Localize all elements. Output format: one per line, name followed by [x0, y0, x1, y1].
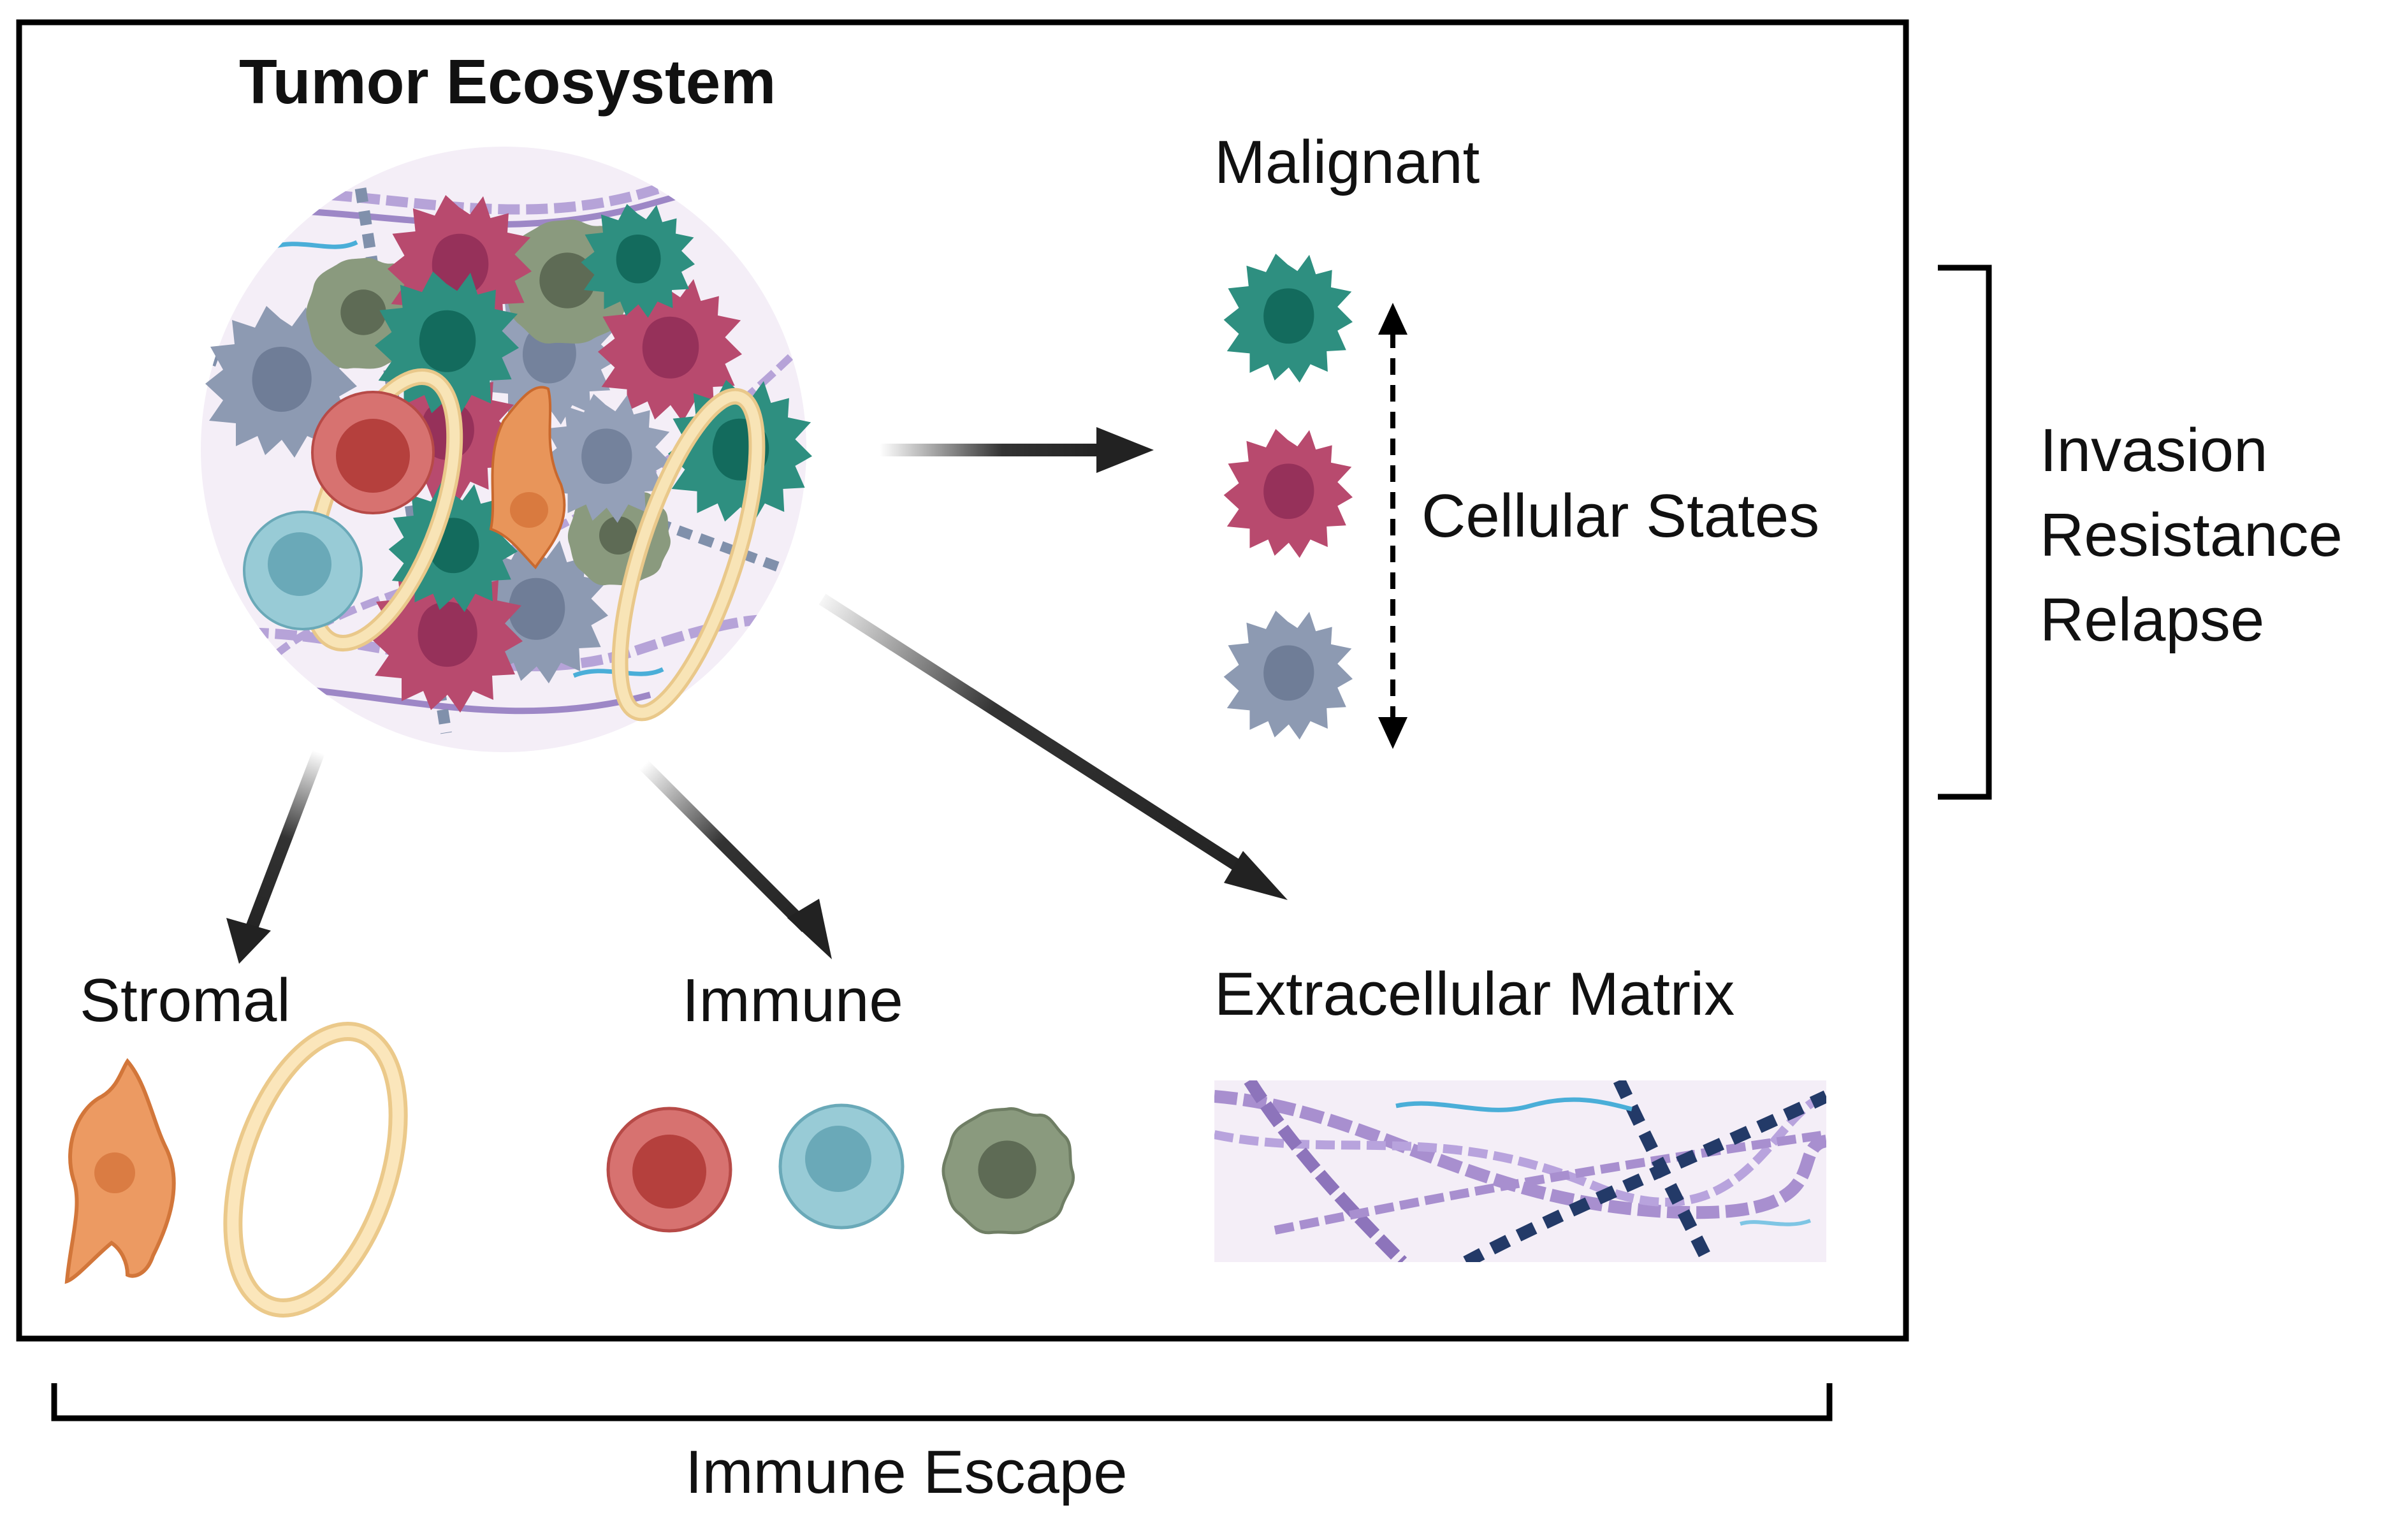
label-extracellular-matrix: Extracellular Matrix — [1214, 960, 1735, 1028]
ecosystem-frame — [16, 19, 1909, 1342]
immune-escape-bracket — [51, 1383, 1833, 1421]
ecm-panel — [1214, 1080, 1826, 1262]
diagram-title: Tumor Ecosystem — [239, 47, 776, 117]
tumor-cluster — [201, 147, 812, 752]
cluster-fibroblast — [489, 386, 566, 570]
label-cellular-states: Cellular States — [1422, 482, 1820, 550]
outcome-resistance: Resistance — [2040, 501, 2343, 569]
immune-blue-cell — [778, 1103, 905, 1230]
outcome-bracket — [1938, 265, 1992, 800]
malignant-gray-cell — [1223, 611, 1353, 740]
label-stromal: Stromal — [80, 966, 291, 1035]
cluster-endothelial-vessel — [302, 368, 766, 722]
cluster-blue-cell — [243, 511, 363, 630]
arrow-to-immune — [639, 760, 832, 959]
cellular-states-double-arrow — [1378, 303, 1407, 749]
immune-olive-cell — [943, 1108, 1073, 1233]
cluster-olive-cell — [567, 487, 671, 586]
cluster-red-cell — [311, 391, 435, 514]
outcome-invasion: Invasion — [2040, 416, 2268, 484]
stromal-fibroblast — [64, 1058, 176, 1284]
immune-red-cell — [606, 1107, 732, 1233]
outcome-relapse: Relapse — [2040, 586, 2265, 654]
arrow-to-stromal — [226, 750, 325, 964]
label-immune-escape: Immune Escape — [685, 1438, 1128, 1506]
label-immune: Immune — [682, 966, 903, 1035]
arrow-to-ecm — [818, 593, 1288, 900]
malignant-magenta-cell — [1223, 429, 1353, 558]
cluster-olive-cell — [503, 219, 634, 344]
cluster-olive-cell — [306, 258, 423, 369]
arrow-to-malignant — [880, 427, 1154, 473]
malignant-teal-cell — [1223, 254, 1353, 383]
outcome-list: Invasion Resistance Relapse — [2040, 408, 2343, 662]
label-malignant: Malignant — [1214, 128, 1480, 196]
stromal-endothelial-vessel — [223, 1022, 408, 1318]
